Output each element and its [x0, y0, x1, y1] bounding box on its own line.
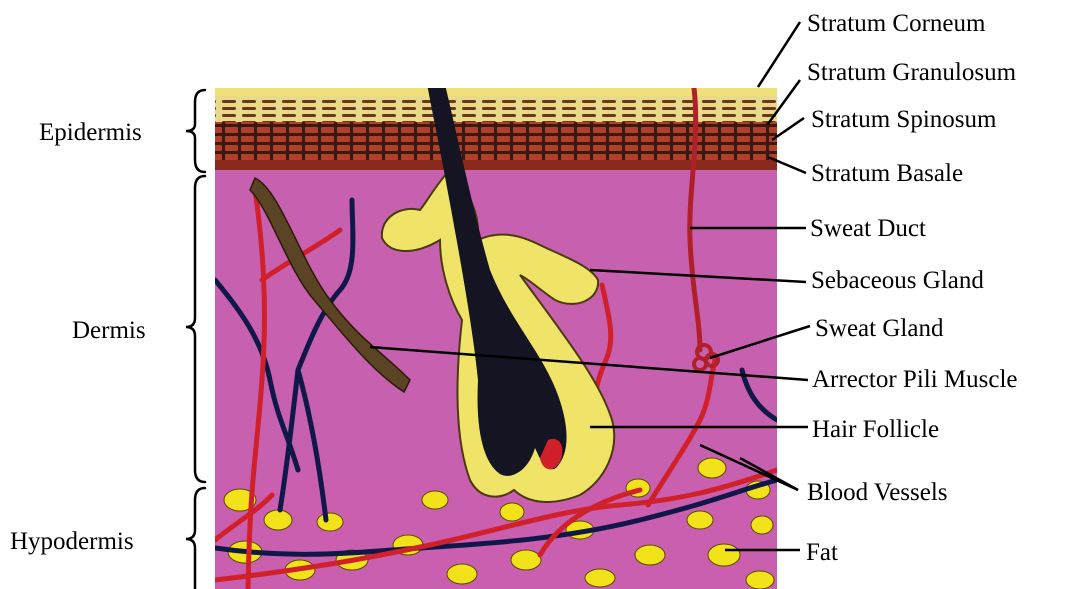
label-sweat-duct: Sweat Duct	[810, 216, 926, 241]
epidermis-brace	[186, 90, 205, 172]
label-stratum-corneum: Stratum Corneum	[807, 11, 985, 36]
label-dermis: Dermis	[72, 318, 146, 343]
label-epidermis: Epidermis	[39, 120, 142, 145]
dermis-brace	[186, 176, 205, 482]
label-fat: Fat	[806, 540, 838, 565]
tissue-block	[215, 56, 777, 589]
label-arrector-pili-muscle: Arrector Pili Muscle	[812, 367, 1018, 392]
label-hair-follicle: Hair Follicle	[812, 417, 939, 442]
label-stratum-basale: Stratum Basale	[811, 161, 963, 186]
label-sweat-gland: Sweat Gland	[815, 316, 943, 341]
left-braces	[186, 90, 205, 589]
hypodermis-brace	[186, 488, 205, 589]
label-stratum-spinosum: Stratum Spinosum	[811, 107, 996, 132]
label-blood-vessels: Blood Vessels	[807, 480, 948, 505]
label-hypodermis: Hypodermis	[10, 529, 134, 554]
label-sebaceous-gland: Sebaceous Gland	[811, 268, 984, 293]
label-stratum-granulosum: Stratum Granulosum	[807, 60, 1016, 85]
